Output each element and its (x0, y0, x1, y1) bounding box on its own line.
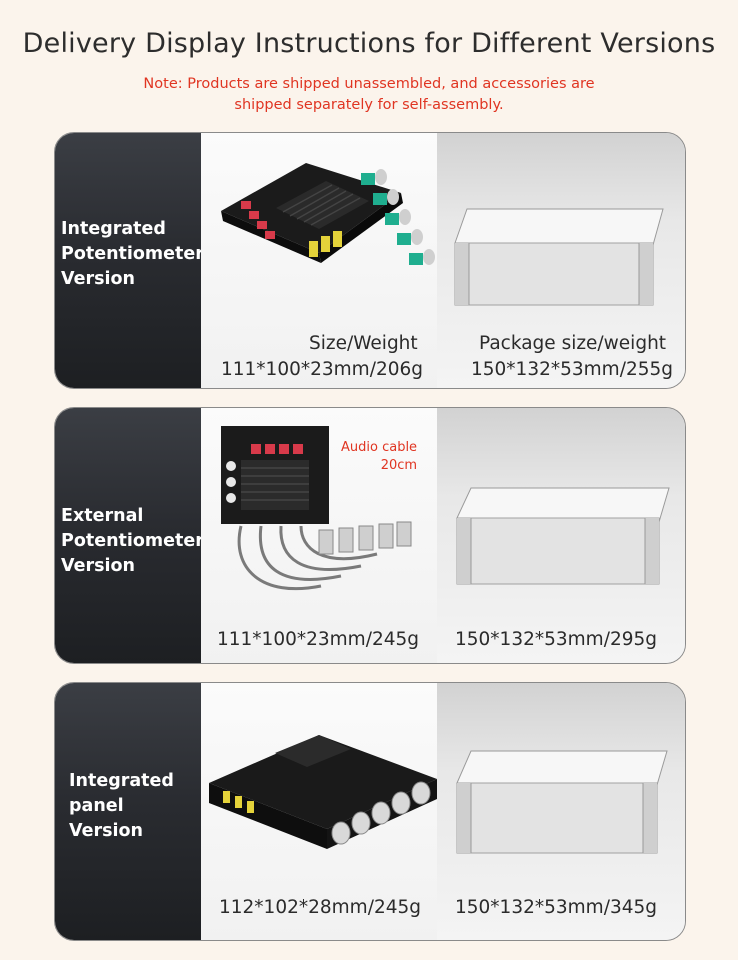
product-dimensions: 112*102*28mm/245g (219, 897, 421, 918)
version-card-external-potentiometer: External Potentiometer Version (54, 407, 686, 664)
version-label-area: External Potentiometer Version (55, 408, 204, 663)
package-dimensions: 150*132*53mm/255g (471, 359, 673, 380)
version-card-integrated-potentiometer: Integrated Potentiometer Version (54, 132, 686, 389)
product-photo-area: 112*102*28mm/245g (201, 683, 437, 940)
note-line-2: shipped separately for self-assembly. (234, 97, 504, 113)
shipping-box-image (454, 208, 664, 306)
version-label-area: Integrated panel Version (55, 683, 201, 940)
version-card-integrated-panel: Integrated panel Version (54, 682, 686, 941)
label-line: panel (69, 796, 124, 816)
amplifier-board-with-cables-image (221, 426, 412, 591)
audio-cable-label: Audio cable 20cm (341, 439, 417, 475)
product-photo-area: Audio cable 20cm 111*100*23mm/245g (201, 408, 437, 663)
version-label-area: Integrated Potentiometer Version (55, 133, 204, 388)
shipping-box-image (456, 750, 668, 854)
product-photo-area: Size/Weight 111*100*23mm/206g (201, 133, 437, 388)
package-dimensions: 150*132*53mm/295g (455, 629, 657, 650)
label-line: Version (69, 821, 143, 841)
package-photo-area: 150*132*53mm/345g (437, 683, 685, 940)
amplifier-panel-image (209, 735, 437, 849)
label-line: Version (61, 269, 135, 289)
label-line: Integrated (69, 771, 174, 791)
package-size-heading: Package size/weight (479, 333, 667, 354)
shipping-box-image (456, 487, 670, 585)
package-photo-area: 150*132*53mm/295g (437, 408, 685, 663)
label-line: Potentiometer (61, 244, 204, 264)
label-line: External (61, 506, 144, 526)
label-line: Version (61, 556, 135, 576)
page-title: Delivery Display Instructions for Differ… (22, 28, 716, 59)
product-dimensions: 111*100*23mm/206g (221, 359, 423, 380)
label-line: Integrated (61, 219, 166, 239)
product-size-heading: Size/Weight (309, 333, 418, 354)
product-dimensions: 111*100*23mm/245g (217, 629, 419, 650)
label-line: Potentiometer (61, 531, 204, 551)
package-photo-area: Package size/weight 150*132*53mm/255g (437, 133, 685, 388)
note-line-1: Note: Products are shipped unassembled, … (143, 76, 595, 92)
cable-label-line: Audio cable (341, 440, 418, 455)
cable-label-line: 20cm (380, 458, 418, 473)
shipping-note: Note: Products are shipped unassembled, … (0, 74, 738, 116)
version-label: Integrated panel Version (69, 769, 174, 844)
amplifier-board-image (221, 163, 435, 265)
package-dimensions: 150*132*53mm/345g (455, 897, 657, 918)
version-label: Integrated Potentiometer Version (61, 217, 204, 292)
version-label: External Potentiometer Version (61, 504, 204, 579)
